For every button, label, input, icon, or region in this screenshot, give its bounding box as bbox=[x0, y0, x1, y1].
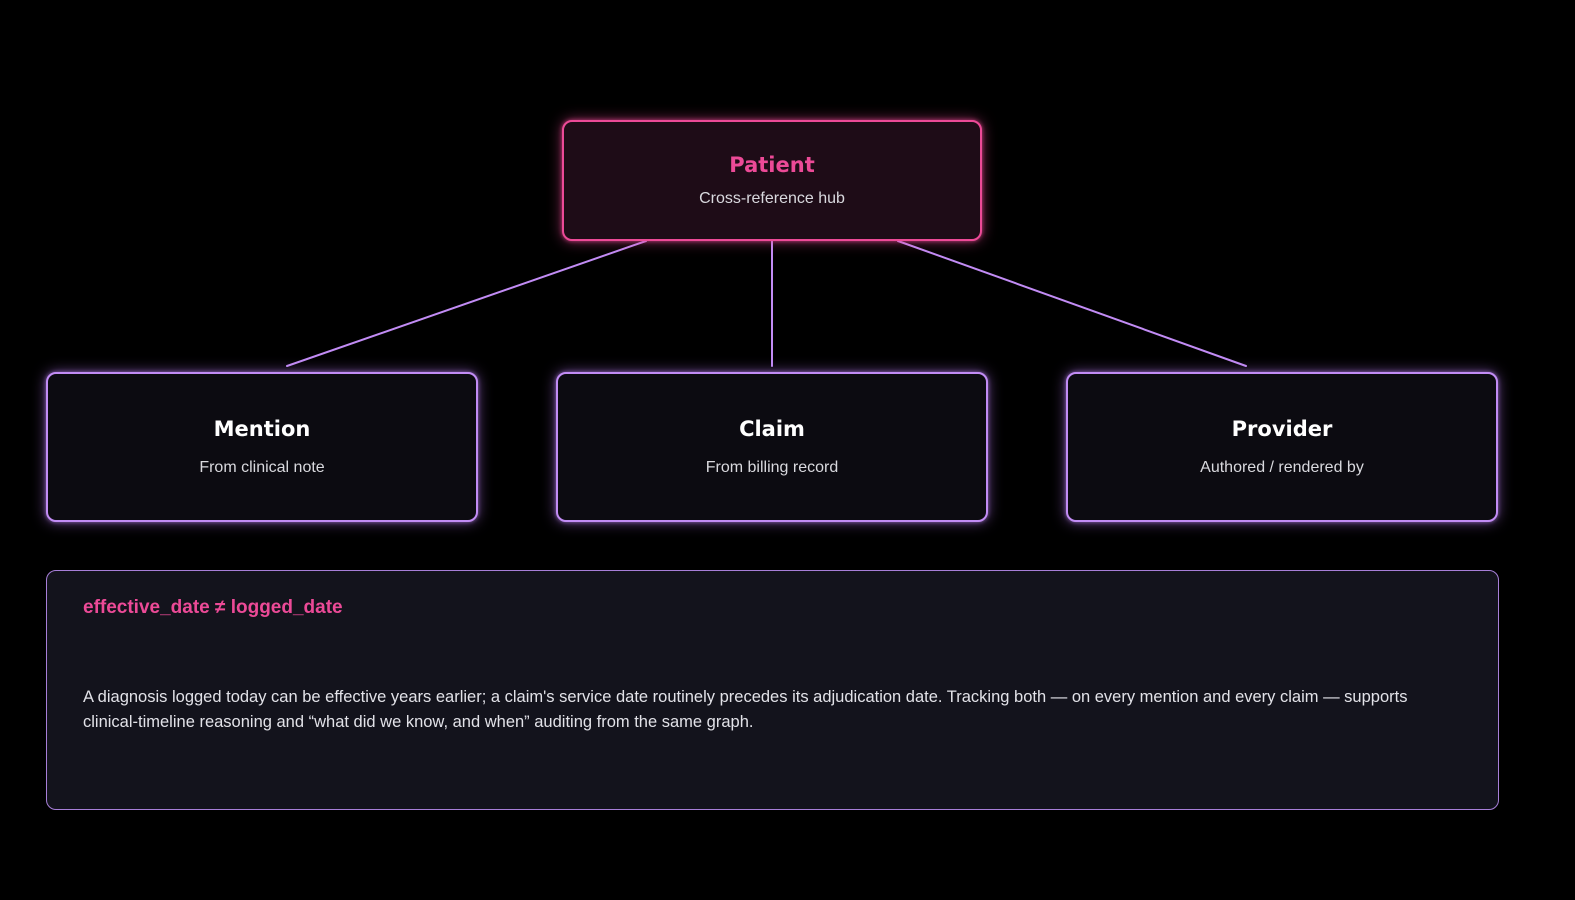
provider-node: Provider Authored / rendered by bbox=[1066, 372, 1498, 522]
note-heading: effective_date ≠ logged_date bbox=[83, 597, 343, 618]
patient-node-title: Patient bbox=[729, 152, 815, 177]
note-body: A diagnosis logged today can be effectiv… bbox=[83, 688, 1408, 731]
mention-node-title: Mention bbox=[213, 417, 311, 442]
patient-hub-node: Patient Cross-reference hub bbox=[562, 120, 982, 241]
connector-hub-to-mention bbox=[286, 240, 647, 367]
claim-node-subtitle: From billing record bbox=[705, 458, 839, 476]
mention-node: Mention From clinical note bbox=[46, 372, 478, 522]
connector-hub-to-provider bbox=[897, 240, 1247, 367]
provider-node-title: Provider bbox=[1231, 417, 1333, 442]
provider-node-subtitle: Authored / rendered by bbox=[1200, 458, 1364, 476]
claim-node: Claim From billing record bbox=[556, 372, 988, 522]
date-note-panel: effective_date ≠ logged_date A diagnosis… bbox=[46, 570, 1499, 810]
patient-node-subtitle: Cross-reference hub bbox=[699, 190, 845, 208]
claim-node-title: Claim bbox=[739, 417, 805, 442]
mention-node-subtitle: From clinical note bbox=[199, 458, 325, 476]
